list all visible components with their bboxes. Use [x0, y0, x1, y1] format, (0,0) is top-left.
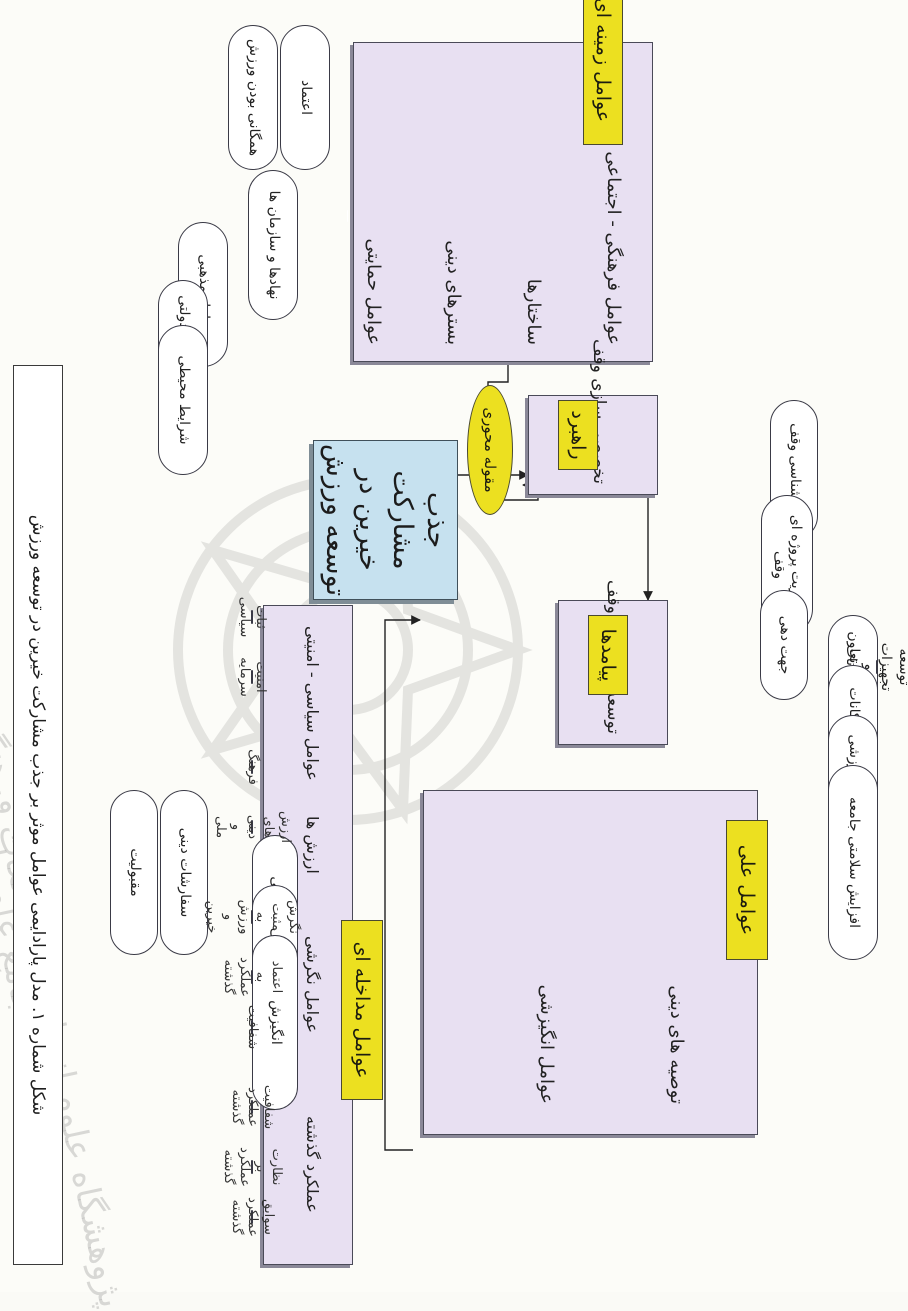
central-category-box: جذب مشارکت خیرین در توسعه ورزش: [313, 440, 458, 600]
intervening-pill-past-transparency: شفافیت عملکرد گذشته: [228, 1085, 277, 1129]
contextual-item-2: ساختارها: [523, 278, 544, 345]
intervening-group-4: عملکرد گذشته: [303, 1116, 322, 1213]
causal-factors-label: عوامل علی: [726, 820, 768, 960]
intervening-pill-political-stability: ثبات سیاسی: [237, 596, 269, 638]
intervening-pill-positive-attitude: نگرش مثبت به ورزش و خیرین: [204, 899, 301, 935]
intervening-group-3: عوامل نگرشی: [303, 936, 322, 1033]
contextual-item-4: عوامل حمایتی: [363, 238, 384, 346]
intervening-group-1: عوامل سیاسی - امنیتی: [303, 626, 322, 781]
intervening-pill-past-monitoring: نظارت بر عملکرد گذشته: [220, 1147, 285, 1187]
contextual-pill-trust: اعتماد: [280, 25, 330, 170]
outcome-pill-health: افزایش سلامتی جامعه: [828, 765, 878, 960]
causal-pill-religious-recommendations: سفارشات دینی: [160, 790, 208, 955]
strategy-label: راهبرد: [558, 400, 598, 470]
causal-pill-acceptance: مقبولیت: [110, 790, 158, 955]
causal-item-1: توصیه های دینی: [666, 985, 687, 1104]
intervening-pill-religious-national-values: ارزش های دینی و ملی: [212, 811, 293, 843]
contextual-pill-public-sport: همگانی بودن ورزش: [228, 25, 278, 170]
causal-factors-box: توصیه های دینی عوامل انگیزشی: [423, 790, 758, 1135]
causal-item-2: عوامل انگیزشی: [536, 984, 557, 1104]
outcome-pill-equipment: توسعه تجهیزات و امکانات: [844, 643, 908, 691]
contextual-item-1: عوامل فرهنگی - اجتماعی: [603, 151, 624, 345]
figure-caption: شکل شماره ۱. مدل پارادایمی عوامل موثر بر…: [13, 365, 63, 1265]
intervening-pill-past-records: سوابق عملکرد گذشته: [228, 1197, 277, 1237]
intervening-pill-trust-past-performance: اعتماد به عملکرد گذشته: [220, 957, 285, 997]
outcomes-label: پیامدها: [588, 615, 628, 695]
intervening-factors-label: عوامل مداخله ای: [341, 920, 383, 1100]
contextual-factors-label: عوامل زمینه ای: [583, 0, 623, 145]
contextual-pill-environment: شرایط محیطی: [158, 325, 208, 475]
intervening-pill-transparency: شفافیت: [245, 1004, 261, 1050]
contextual-item-3: بسترهای دینی: [443, 240, 464, 345]
central-category-label: مقوله محوری: [467, 385, 513, 515]
contextual-pill-institutions: نهادها و سازمان ها: [248, 170, 298, 320]
intervening-pill-culture: فرهنگ: [245, 749, 261, 785]
intervening-pill-capital-security: امنیت سرمایه: [237, 657, 269, 697]
strategy-pill-direction: جهت دهی: [760, 590, 808, 700]
intervening-group-2: ارزش ها: [303, 816, 322, 874]
